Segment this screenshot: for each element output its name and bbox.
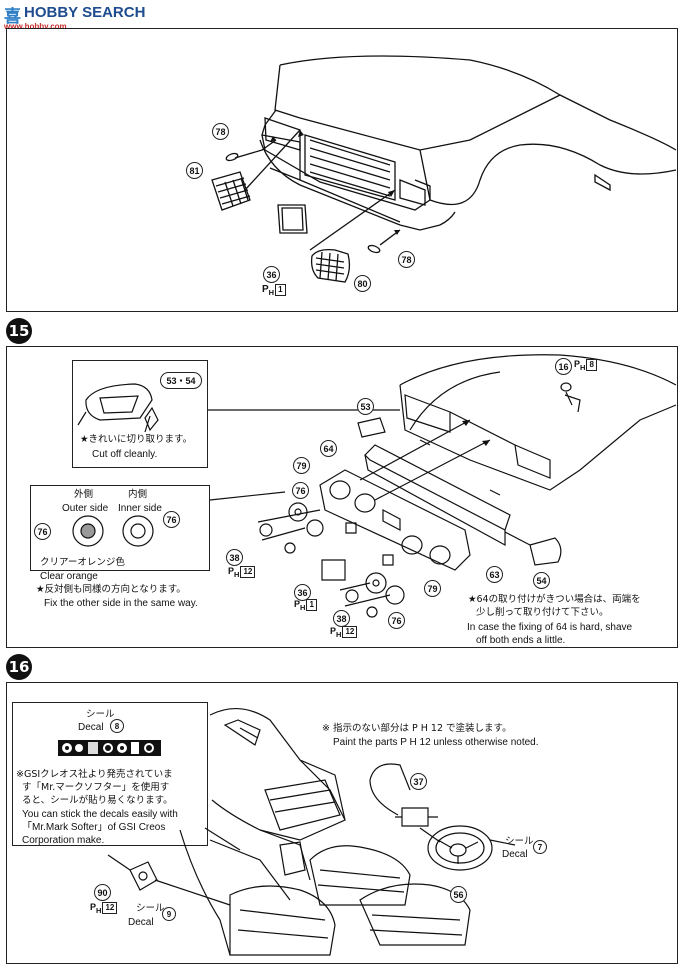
part-number-36-b: 36: [294, 584, 311, 601]
outer-side-en: Outer side: [62, 503, 109, 514]
assembly-panel-headlight: [6, 28, 678, 312]
paint-note-jp: ※ 指示のない部分は P H 12 で塗装します。: [322, 723, 512, 734]
part-number-78-b: 78: [398, 251, 415, 268]
watermark-site: www.hobby.com: [4, 22, 67, 31]
decal-number-7: 7: [533, 840, 547, 854]
inner-side-en: Inner side: [118, 503, 162, 514]
gsi-note-en-3: Corporation make.: [22, 835, 105, 846]
part-number-78: 78: [212, 123, 229, 140]
part-number-76-d: 76: [388, 612, 405, 629]
gsi-note-jp-3: ると、シールが貼り易くなります。: [22, 795, 173, 806]
decal-number-8: 8: [110, 719, 124, 733]
step-number-16: 16: [6, 654, 32, 680]
fix-other-side-jp: ★反対側も同様の方向となります。: [36, 584, 186, 595]
part-number-79-b: 79: [424, 580, 441, 597]
callout-outer-inner: [30, 485, 210, 571]
decal-9-label-en: Decal: [128, 917, 154, 928]
watermark-brand: HOBBY SEARCH: [24, 4, 146, 21]
note-64-en-2: off both ends a little.: [476, 635, 566, 646]
part-number-64: 64: [320, 440, 337, 457]
part-number-53-54: 53・54: [160, 372, 202, 389]
decal-7-label-jp: シール: [505, 836, 534, 847]
part-number-79-a: 79: [293, 457, 310, 474]
note-64-jp-1: ★64の取り付けがきつい場合は、両端を: [468, 594, 641, 605]
gsi-note-jp-2: す「Mr.マークソフター」を使用す: [22, 782, 170, 793]
inner-side-jp: 内側: [128, 489, 148, 500]
decal-number-9: 9: [162, 907, 176, 921]
part-number-81: 81: [186, 162, 203, 179]
fix-other-side-en: Fix the other side in the same way.: [44, 598, 198, 609]
part-number-76-c: 76: [292, 482, 309, 499]
part-number-16: 16: [555, 358, 572, 375]
part-number-76-inner: 76: [163, 511, 180, 528]
part-number-80: 80: [354, 275, 371, 292]
part-number-36: 36: [263, 266, 280, 283]
part-number-56: 56: [450, 886, 467, 903]
cut-cleanly-jp: ★きれいに切り取ります。: [80, 434, 193, 445]
cut-cleanly-en: Cut off cleanly.: [92, 449, 158, 460]
part-number-76-outer: 76: [34, 523, 51, 540]
part-number-63: 63: [486, 566, 503, 583]
part-number-90: 90: [94, 884, 111, 901]
step-number-15: 15: [6, 318, 32, 344]
watermark-logo: 喜: [4, 7, 21, 26]
part-number-38-b: 38: [333, 610, 350, 627]
gsi-note-en-1: You can stick the decals easily with: [22, 809, 178, 820]
gsi-note-en-2: 「Mr.Mark Softer」of GSI Creos: [22, 822, 166, 833]
part-number-53: 53: [357, 398, 374, 415]
part-number-38-a: 38: [226, 549, 243, 566]
note-64-jp-2: 少し削って取り付けて下さい。: [476, 607, 609, 618]
decal-7-label-en: Decal: [502, 849, 528, 860]
decal-8-label-jp: シール: [86, 709, 115, 720]
gsi-note-jp-1: ※GSIクレオス社より発売されていま: [16, 769, 173, 780]
clear-orange-jp: クリアーオレンジ色: [40, 557, 125, 568]
decal-9-label-jp: シール: [136, 903, 165, 914]
note-64-en-1: In case the fixing of 64 is hard, shave: [467, 622, 633, 633]
decal-8-label-en: Decal: [78, 722, 104, 733]
paint-note-en: Paint the parts P H 12 unless otherwise …: [333, 737, 539, 748]
outer-side-jp: 外側: [74, 489, 94, 500]
clear-orange-en: Clear orange: [40, 571, 98, 582]
part-number-54: 54: [533, 572, 550, 589]
part-number-37: 37: [410, 773, 427, 790]
